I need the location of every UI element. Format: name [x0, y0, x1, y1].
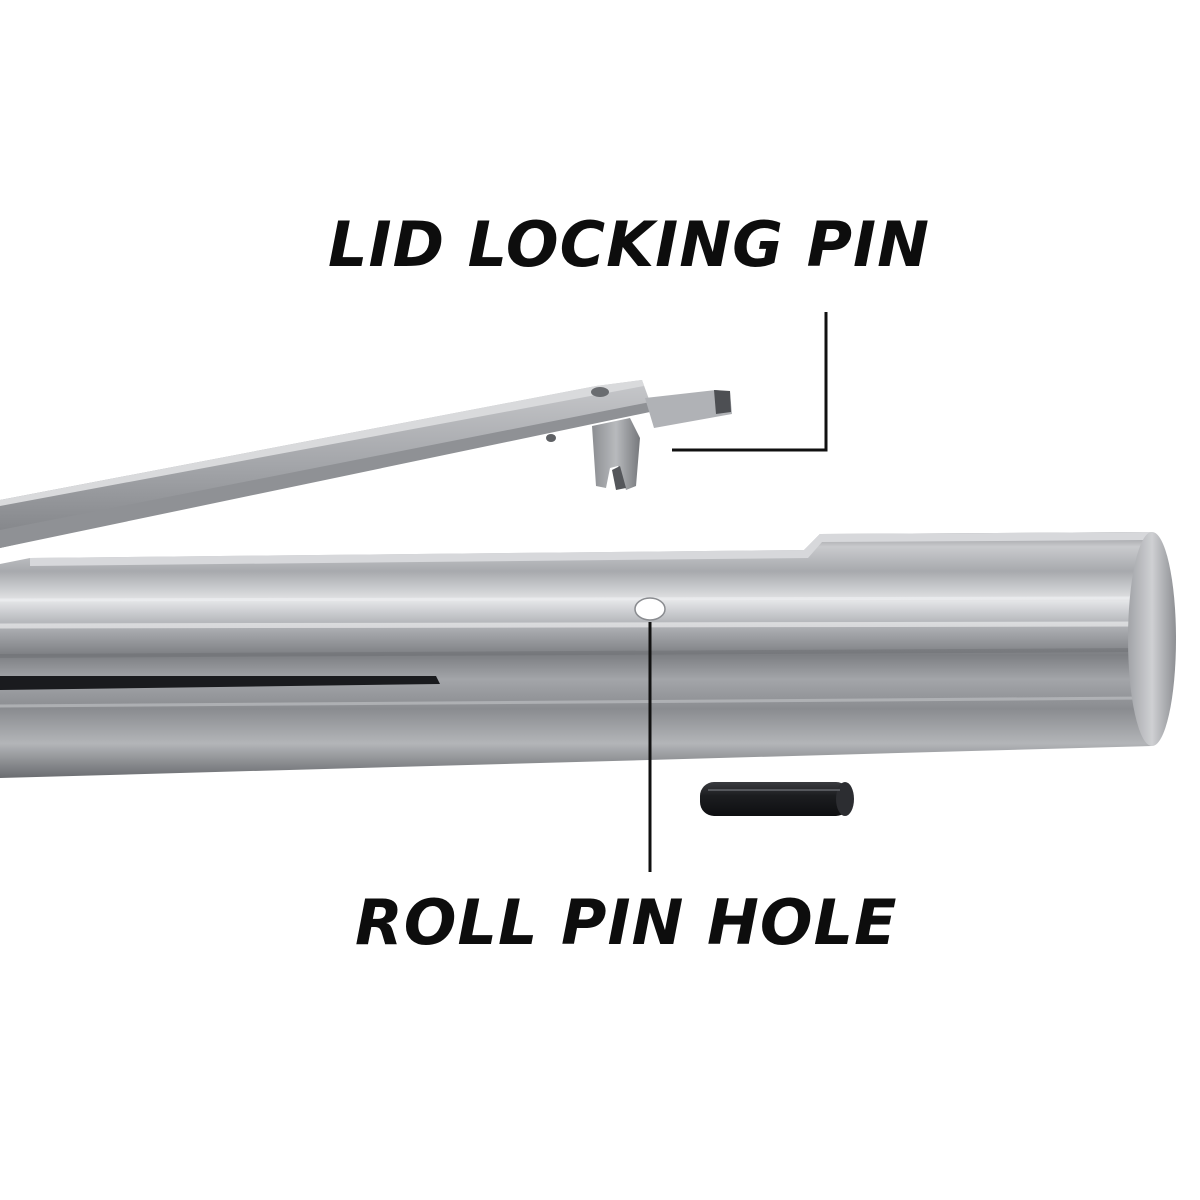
lid-locking-pin: [592, 418, 640, 490]
lid-locking-pin-leader-line: [672, 312, 828, 452]
roll-pin-hole: [634, 597, 666, 621]
roll-pin-hole-label: ROLL PIN HOLE: [355, 886, 898, 959]
lid-bar: [0, 380, 732, 548]
lid-locking-pin-label: LID LOCKING PIN: [328, 208, 931, 281]
roll-pin: [700, 782, 854, 816]
tube: [0, 532, 1176, 778]
